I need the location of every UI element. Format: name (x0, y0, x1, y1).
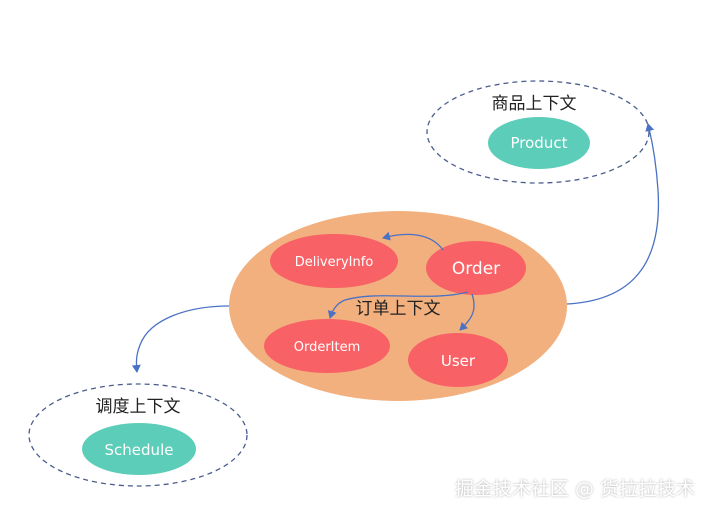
arrow-order-context-to-product-context (566, 123, 660, 305)
product-context-boundary (426, 80, 650, 184)
schedule-context-boundary (28, 383, 248, 487)
order-context-title: 订单上下文 (356, 299, 441, 319)
order-entity-label: Order (452, 259, 500, 279)
order-entity[interactable] (426, 241, 526, 295)
arrow-order-to-orderitem (327, 291, 469, 319)
schedule-entity-label: Schedule (105, 441, 174, 459)
schedule-entity[interactable] (82, 423, 196, 475)
product-entity-label: Product (511, 134, 568, 152)
delivery-info-label: DeliveryInfo (295, 255, 374, 270)
delivery-info-entity[interactable] (270, 234, 398, 288)
schedule-context-title: 调度上下文 (96, 397, 181, 417)
user-entity[interactable] (408, 333, 508, 387)
order-context: 订单上下文 DeliveryInfo Order OrderItem User (229, 211, 567, 401)
arrow-order-context-to-schedule-context (131, 305, 230, 373)
product-context-title: 商品上下文 (492, 94, 577, 114)
arrow-order-to-user (459, 293, 475, 331)
schedule-context: 调度上下文 Schedule (28, 383, 248, 487)
arrow-order-to-deliveryinfo (382, 231, 444, 251)
user-entity-label: User (441, 352, 476, 370)
product-context: 商品上下文 Product (426, 80, 650, 184)
watermark: 掘金技术社区 @ 货拉拉技术 (454, 478, 695, 500)
product-entity[interactable] (488, 117, 590, 169)
order-item-label: OrderItem (294, 340, 361, 355)
order-item-entity[interactable] (264, 319, 390, 373)
